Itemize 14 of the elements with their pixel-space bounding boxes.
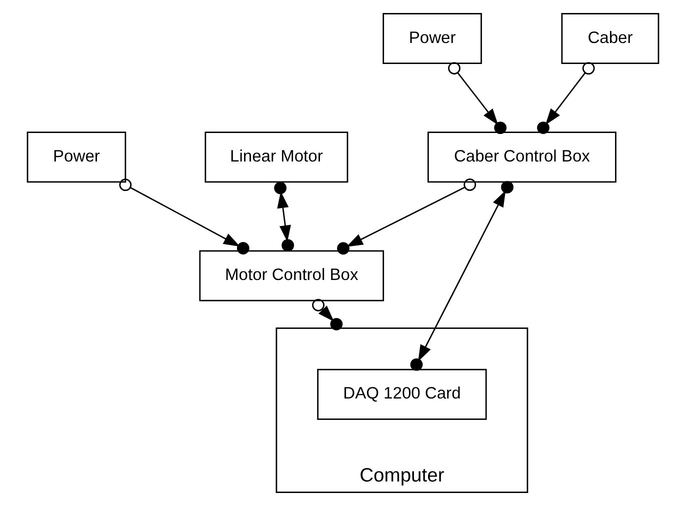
node-box: Power [382,13,482,64]
arrow [410,181,514,371]
node-box: Caber Control Box [427,132,616,183]
arrow [274,182,294,252]
node-box: Power [26,132,126,183]
arrow [537,62,595,134]
node-box: Motor Control Box [199,250,384,302]
node-box: DAQ 1200 Card [317,368,487,420]
node-box: Caber [561,13,660,64]
arrow [448,62,507,134]
arrow [337,178,476,255]
arrow [119,178,250,254]
node-box: Linear Motor [204,132,348,183]
arrow [312,298,343,330]
